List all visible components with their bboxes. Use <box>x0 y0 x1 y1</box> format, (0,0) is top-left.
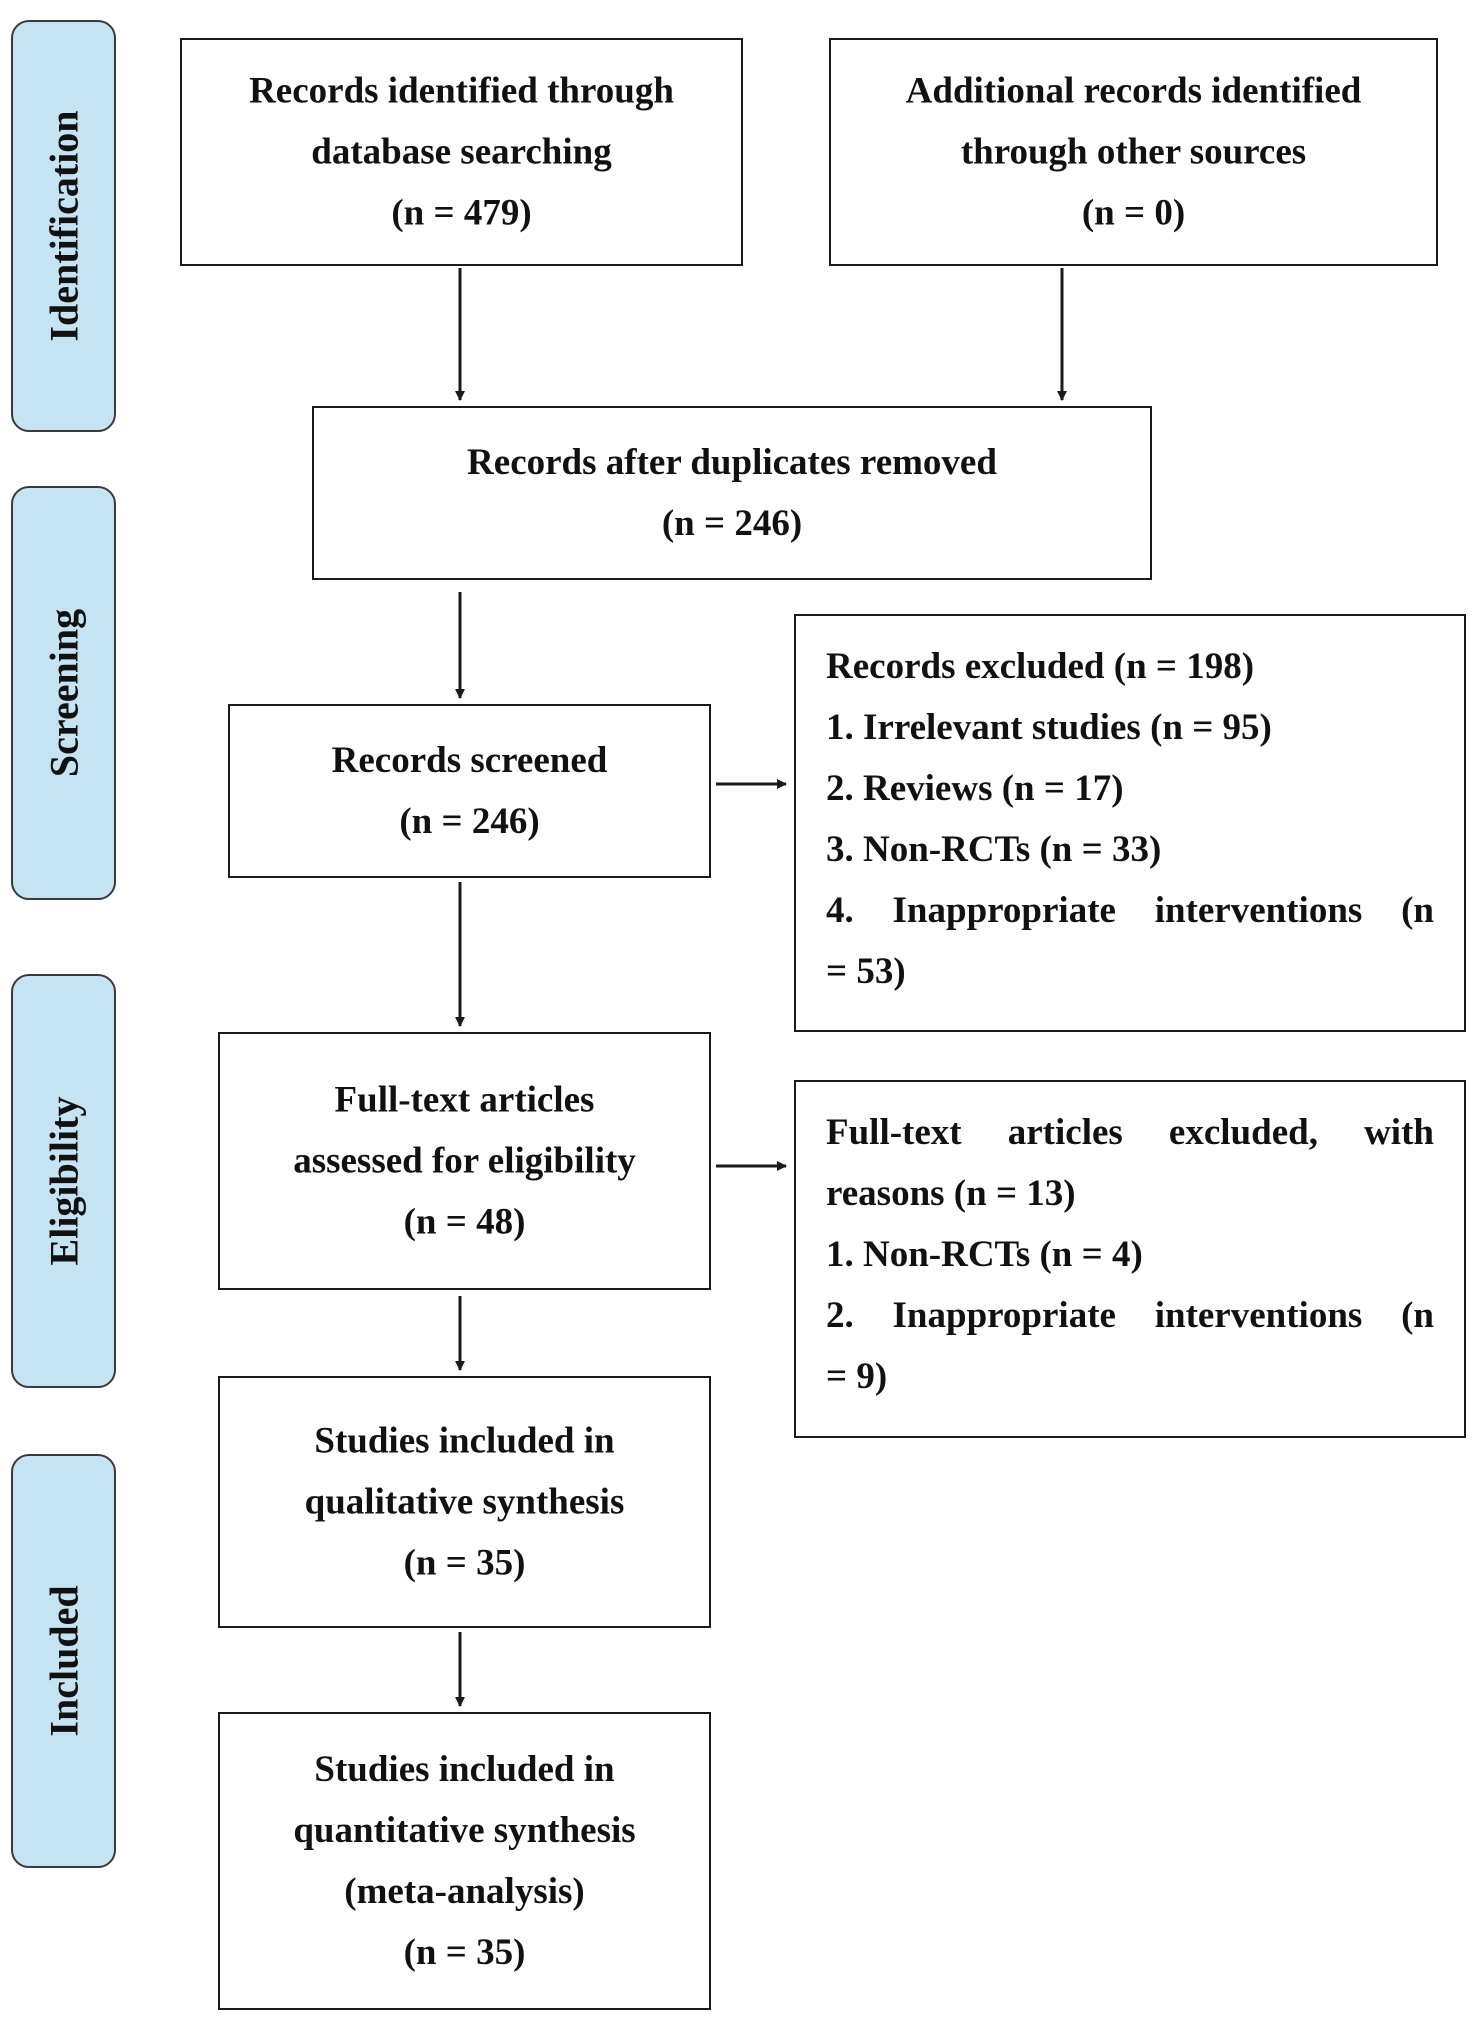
qualitative-synthesis-count: (n = 35) <box>403 1542 526 1584</box>
database-records-line1: Records identified through <box>249 70 674 112</box>
records-excluded-box: Records excluded (n = 198) 1. Irrelevant… <box>794 614 1466 1032</box>
phase-screening: Screening <box>11 486 116 900</box>
other-sources-box: Additional records identified through ot… <box>829 38 1438 266</box>
phase-included: Included <box>11 1454 116 1868</box>
qualitative-synthesis-line2: qualitative synthesis <box>304 1481 625 1523</box>
quantitative-synthesis-count: (n = 35) <box>403 1932 526 1973</box>
database-records-line2: database searching <box>311 131 612 173</box>
duplicates-removed-box: Records after duplicates removed (n = 24… <box>312 406 1152 580</box>
other-sources-count: (n = 0) <box>1081 192 1186 234</box>
full-text-excluded-item: = 9) <box>826 1356 888 1397</box>
quantitative-synthesis-line1: Studies included in <box>314 1749 615 1790</box>
full-text-excluded-item: 2. Inappropriate interventions (n <box>826 1295 1434 1336</box>
phase-eligibility: Eligibility <box>11 974 116 1388</box>
records-excluded-item: 4. Inappropriate interventions (n <box>826 890 1434 931</box>
database-records-count: (n = 479) <box>391 192 532 234</box>
full-text-assessed-line1: Full-text articles <box>334 1079 595 1121</box>
full-text-assessed-line2: assessed for eligibility <box>293 1140 636 1182</box>
records-screened-count: (n = 246) <box>399 801 540 842</box>
full-text-excluded-box: Full-text articles excluded, with reason… <box>794 1080 1466 1438</box>
records-screened-line1: Records screened <box>331 740 608 781</box>
quantitative-synthesis-box: Studies included in quantitative synthes… <box>218 1712 711 2010</box>
qualitative-synthesis-box: Studies included in qualitative synthesi… <box>218 1376 711 1628</box>
qualitative-synthesis-line1: Studies included in <box>314 1420 615 1462</box>
full-text-assessed-count: (n = 48) <box>403 1201 526 1243</box>
duplicates-removed-count: (n = 246) <box>661 503 803 544</box>
duplicates-removed-line1: Records after duplicates removed <box>467 442 997 483</box>
records-excluded-item: 3. Non-RCTs (n = 33) <box>826 829 1162 870</box>
records-excluded-header: Records excluded (n = 198) <box>826 646 1255 687</box>
full-text-assessed-box: Full-text articles assessed for eligibil… <box>218 1032 711 1290</box>
full-text-excluded-header: reasons (n = 13) <box>826 1173 1076 1214</box>
database-records-box: Records identified through database sear… <box>180 38 743 266</box>
other-sources-line1: Additional records identified <box>905 70 1362 112</box>
records-excluded-item: = 53) <box>826 951 906 992</box>
other-sources-line2: through other sources <box>960 131 1307 173</box>
records-excluded-item: 1. Irrelevant studies (n = 95) <box>826 707 1272 748</box>
full-text-excluded-item: 1. Non-RCTs (n = 4) <box>826 1234 1143 1275</box>
records-screened-box: Records screened (n = 246) <box>228 704 711 878</box>
quantitative-synthesis-line3: (meta-analysis) <box>344 1871 585 1912</box>
phase-identification: Identification <box>11 20 116 432</box>
full-text-excluded-header: Full-text articles excluded, with <box>826 1112 1434 1153</box>
quantitative-synthesis-line2: quantitative synthesis <box>293 1810 636 1851</box>
records-excluded-item: 2. Reviews (n = 17) <box>826 768 1124 809</box>
